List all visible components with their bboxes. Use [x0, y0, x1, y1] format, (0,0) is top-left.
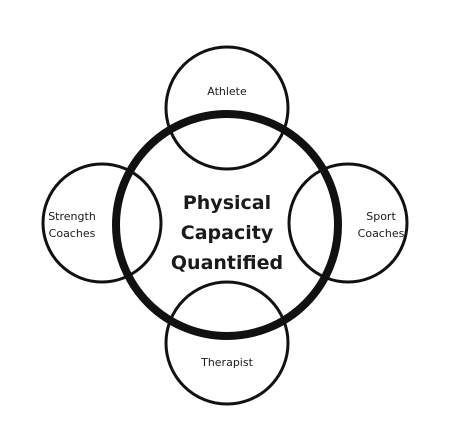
strength-coaches-label-line-2: Coaches — [49, 227, 96, 240]
sport-coaches-label-line-1: Sport — [366, 210, 396, 223]
center-label-line-2: Capacity — [181, 222, 274, 244]
sport-coaches-circle — [287, 162, 409, 284]
sport-coaches-label-line-2: Coaches — [358, 227, 405, 240]
therapist-circle — [164, 280, 290, 406]
athlete-circle — [164, 45, 290, 171]
strength-coaches-label-line-1: Strength — [48, 210, 96, 223]
strength-coaches-circle — [41, 162, 163, 284]
center-label-line-3: Quantified — [171, 252, 283, 274]
center-label-line-1: Physical — [183, 192, 271, 214]
therapist-label: Therapist — [200, 356, 253, 369]
athlete-label: Athlete — [207, 85, 247, 98]
physical-capacity-circle — [112, 110, 342, 340]
